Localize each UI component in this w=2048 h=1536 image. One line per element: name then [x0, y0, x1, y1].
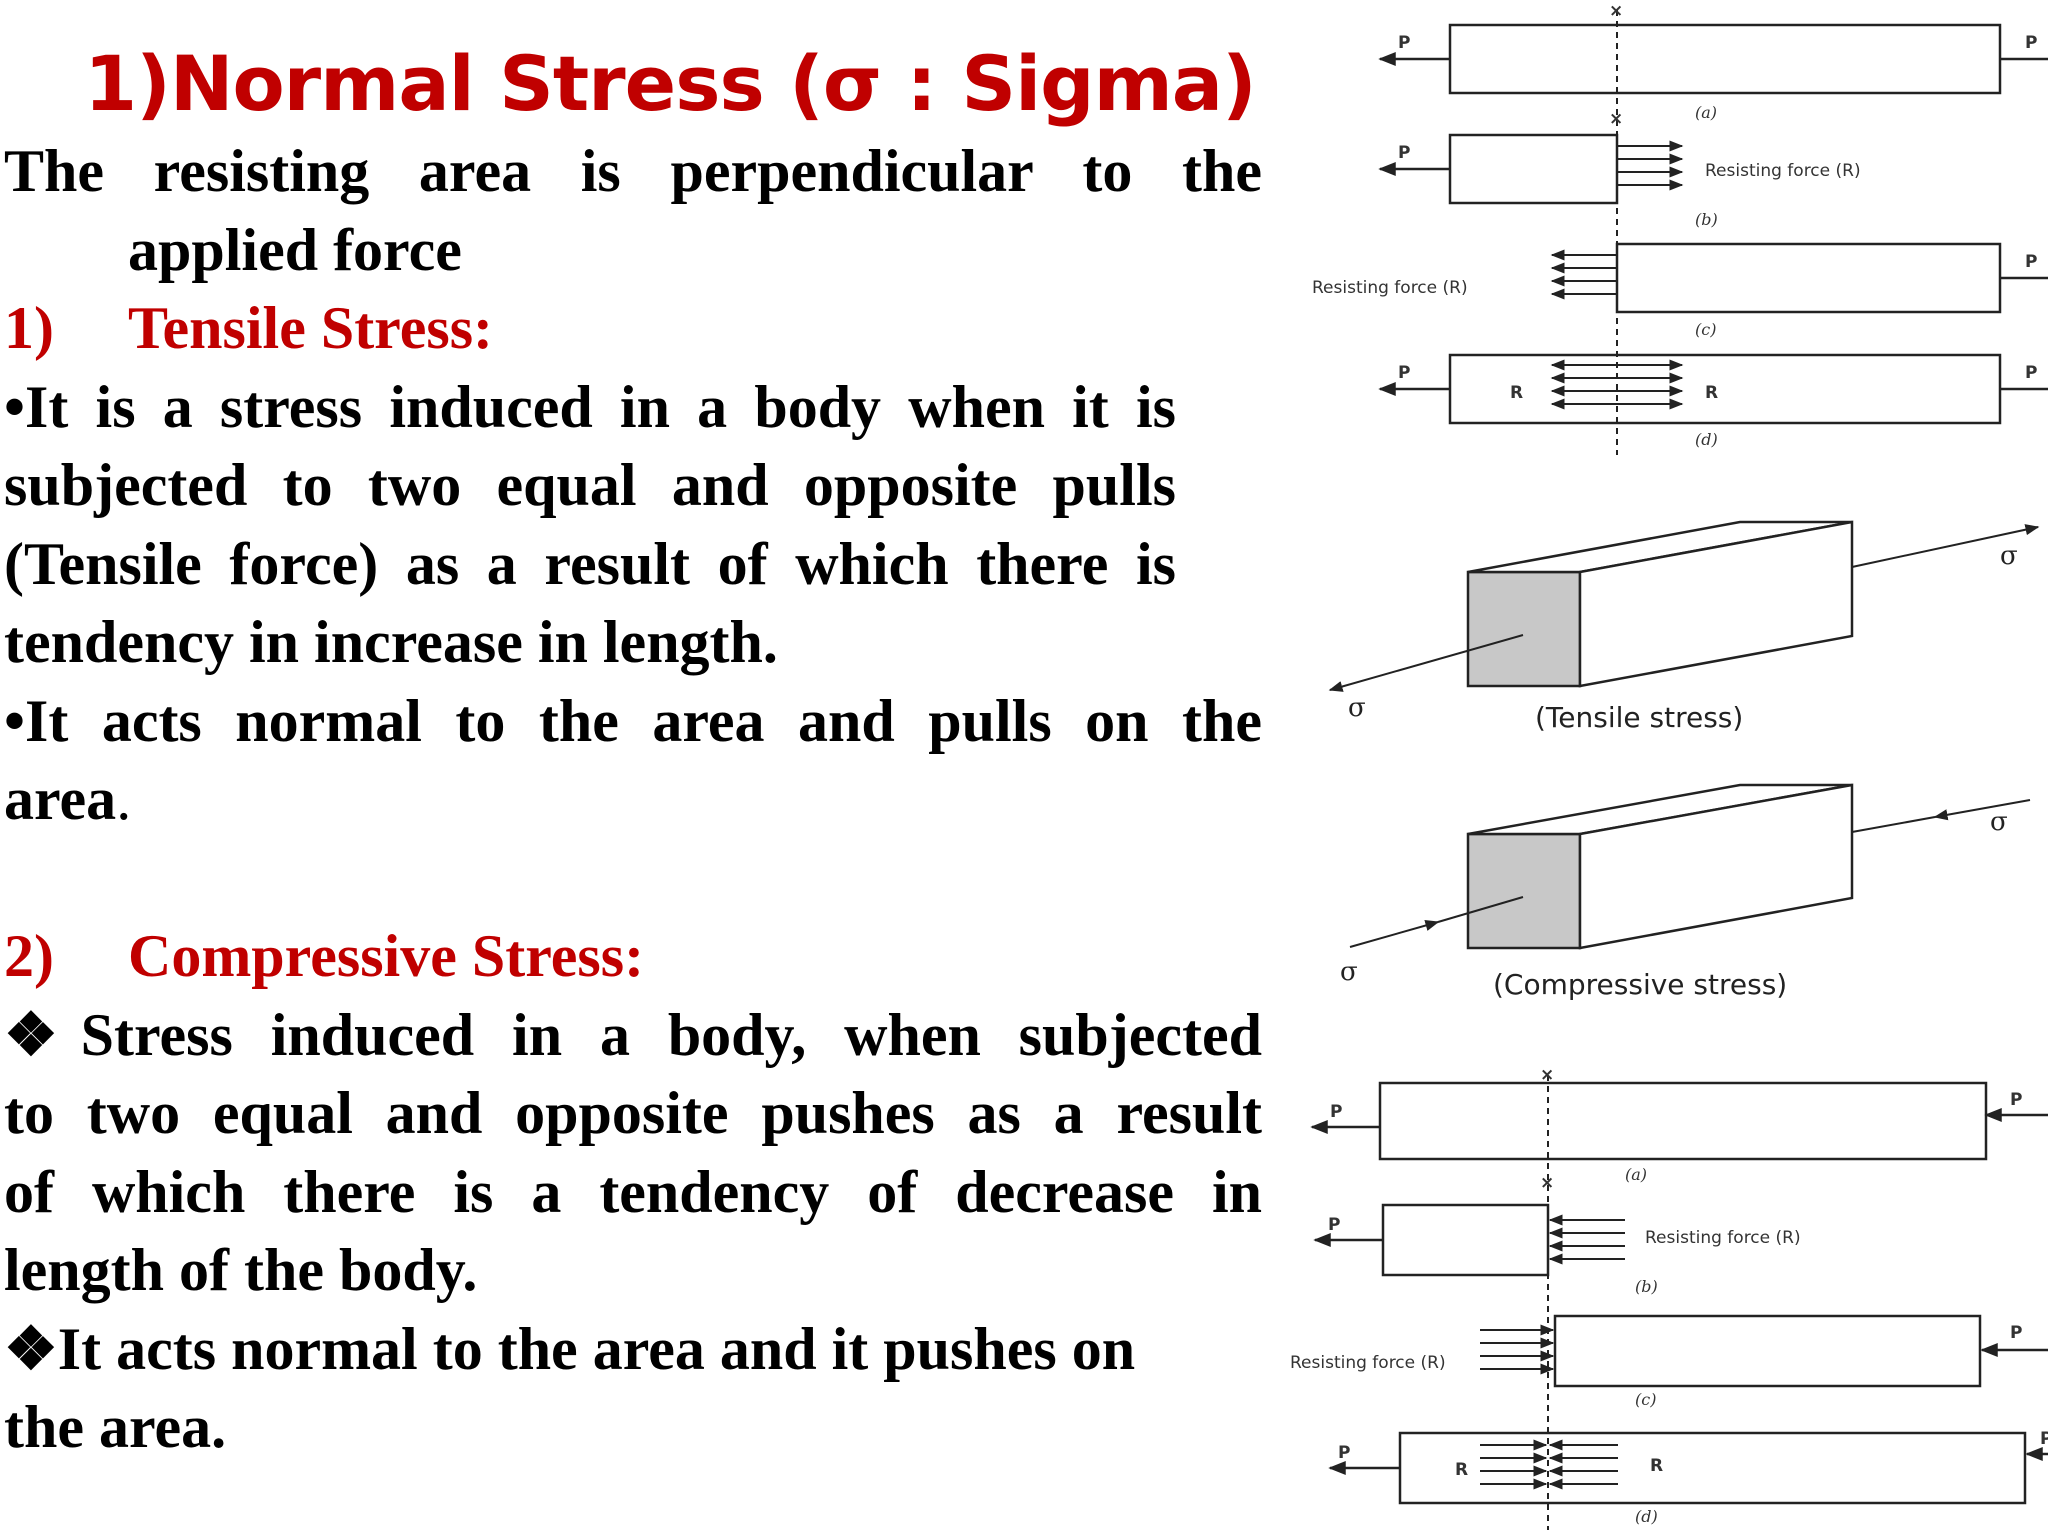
compressive-bullet2-line2: the area. — [4, 1394, 227, 1460]
p-label-a-left: P — [1398, 33, 1410, 53]
sigma-label-compressive-right: σ — [1990, 807, 2008, 837]
r-label-d2-left: R — [1455, 1460, 1468, 1480]
compressive-heading: 2) Compressive Stress: — [4, 917, 1262, 996]
resisting-force-label-c: Resisting force (R) — [1312, 278, 1468, 298]
intro-line-1: The resisting area is perpendicular to t… — [4, 138, 1262, 204]
sub-label-c: (c) — [1695, 320, 1716, 339]
section-mark-4: × — [1540, 1173, 1554, 1193]
tensile-bullet1-line2: subjected to two equal and opposite pull… — [4, 452, 1176, 518]
tensile-bullet2-word: area — [4, 766, 117, 832]
sub-label-d: (d) — [1695, 430, 1718, 449]
compressive-number: 2) — [4, 923, 54, 989]
tensile-section: 1) Tensile Stress: •It is a stress induce… — [4, 289, 1262, 1467]
sub-label-d2: (d) — [1635, 1507, 1658, 1526]
intro-line-2: applied force — [128, 216, 462, 283]
compressive-bar-a — [1378, 1081, 1988, 1161]
resisting-force-label-c2: Resisting force (R) — [1290, 1353, 1446, 1373]
compressive-heading-text: Compressive Stress: — [128, 923, 645, 989]
sub-label-b: (b) — [1695, 210, 1718, 229]
section-mark-3: × — [1540, 1065, 1554, 1085]
compressive-bullet1-line3: of which there is a tendency of decrease… — [4, 1158, 1262, 1225]
tensile-prism — [1328, 520, 2040, 692]
tensile-bar-d — [1448, 353, 2002, 425]
p-label-b2: P — [1328, 1215, 1340, 1235]
tensile-bar-a — [1448, 23, 2002, 95]
section-mark-top: × — [1609, 1, 1623, 21]
compressive-caption: (Compressive stress) — [1493, 968, 1787, 1001]
p-label-a2-left: P — [1330, 1102, 1342, 1122]
compressive-bar-diagrams — [1310, 1075, 2048, 1530]
p-label-d2-right: P — [2040, 1429, 2048, 1449]
tensile-bullet1-line3: (Tensile force) as a result of which the… — [4, 530, 1176, 597]
compressive-bar-b — [1381, 1203, 1550, 1277]
tensile-bar-labels: P P × × (a) P Resisting force (R) (b) Re… — [1312, 1, 2037, 449]
p-label-b: P — [1398, 143, 1410, 163]
intro-text: The resisting area is perpendicular to t… — [4, 132, 1262, 289]
tensile-bullet1-line4: tendency in increase in length. — [4, 609, 778, 675]
tensile-bullet2-period: . — [116, 766, 132, 832]
tensile-bar-diagrams — [1378, 10, 2048, 455]
tensile-bar-c — [1615, 242, 2002, 314]
tensile-heading-text: Tensile Stress: — [128, 295, 494, 361]
p-label-c2: P — [2010, 1323, 2022, 1343]
page-title: 1)Normal Stress (σ : Sigma) — [84, 39, 1257, 128]
stress-diagrams: P P × × (a) P Resisting force (R) (b) Re… — [1290, 0, 2048, 1536]
tensile-arrow-right — [1851, 524, 2040, 568]
resisting-force-label-b2: Resisting force (R) — [1645, 1228, 1801, 1248]
r-label-d-left: R — [1510, 383, 1523, 403]
p-label-d-right: P — [2025, 363, 2037, 383]
compressive-bullet1-line2: to two equal and opposite pushes as a re… — [4, 1080, 1262, 1146]
tensile-number: 1) — [4, 295, 54, 361]
p-label-d2-left: P — [1338, 1443, 1350, 1463]
sub-label-b2: (b) — [1635, 1277, 1658, 1296]
compressive-bar-c — [1553, 1314, 1982, 1388]
compressive-arrow-right — [1933, 799, 2031, 821]
section-mark-2: × — [1609, 109, 1623, 129]
compressive-prism-face — [1466, 832, 1582, 950]
tensile-caption: (Tensile stress) — [1535, 701, 1743, 734]
sigma-label-tensile-right: σ — [2000, 541, 2018, 571]
compressive-bullet1-line1: ❖Stress induced in a body, when subjecte… — [4, 1001, 1262, 1068]
p-label-c: P — [2025, 252, 2037, 272]
tensile-bullet2-line2: area. — [4, 760, 1262, 839]
tensile-arrow-left — [1328, 634, 1524, 692]
sub-label-a2: (a) — [1625, 1165, 1647, 1184]
r-label-d-right: R — [1705, 383, 1718, 403]
p-label-a-right: P — [2025, 33, 2037, 53]
sub-label-c2: (c) — [1635, 1390, 1656, 1409]
sigma-label-compressive-left: σ — [1340, 957, 1358, 987]
compressive-arrow-left — [1349, 920, 1440, 948]
tensile-bar-b — [1448, 133, 1619, 205]
tensile-bullet1-line1: •It is a stress induced in a body when i… — [4, 373, 1176, 440]
resisting-force-label-b: Resisting force (R) — [1705, 161, 1861, 181]
compressive-bar-d — [1398, 1431, 2027, 1505]
sub-label-a: (a) — [1695, 103, 1717, 122]
tensile-heading: 1) Tensile Stress: — [4, 289, 1262, 368]
sigma-label-tensile-left: σ — [1348, 693, 1366, 723]
r-label-d2-right: R — [1650, 1456, 1663, 1476]
compressive-prism — [1349, 783, 2031, 950]
compressive-bullet1-line4: length of the body. — [4, 1237, 478, 1303]
p-label-d-left: P — [1398, 363, 1410, 383]
tensile-prism-face — [1466, 570, 1582, 688]
compressive-bar-labels: × P P × (a) P Resisting force (R) (b) Re… — [1290, 1065, 2048, 1526]
compressive-bullet2-line1: ❖It acts normal to the area and it pushe… — [4, 1315, 1136, 1382]
p-label-a2-right: P — [2010, 1090, 2022, 1110]
tensile-bullet2-line1: •It acts normal to the area and pulls on… — [4, 687, 1262, 754]
